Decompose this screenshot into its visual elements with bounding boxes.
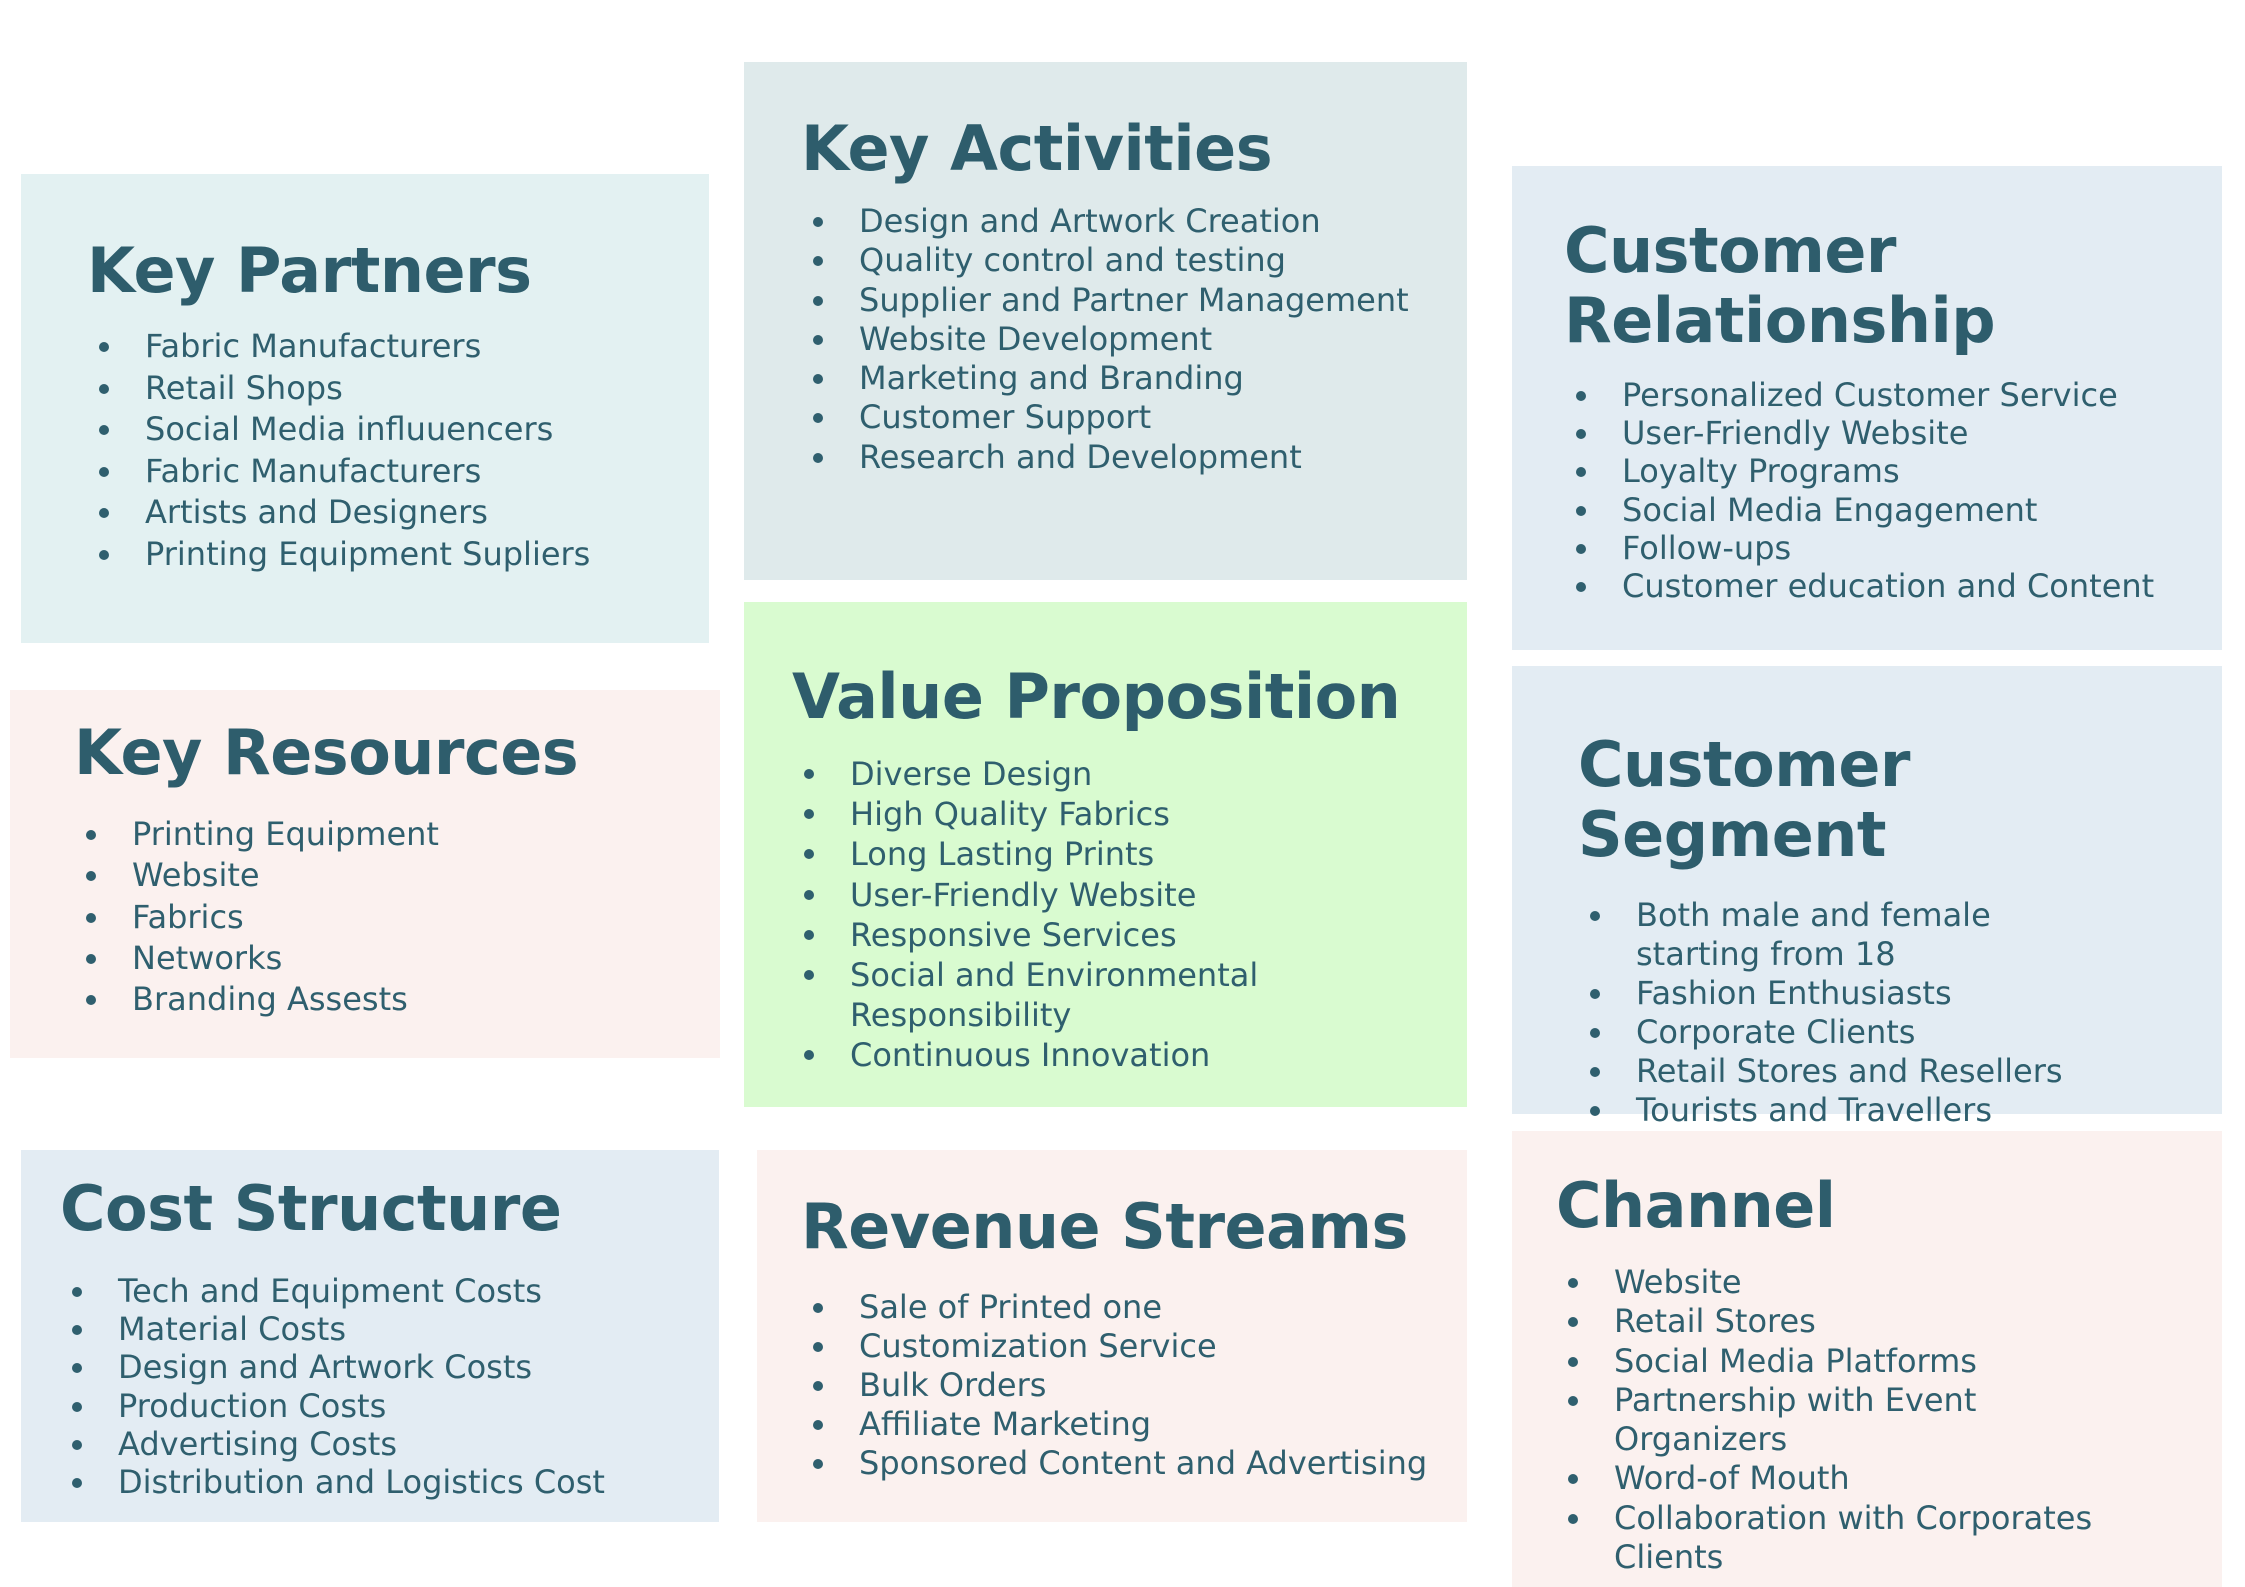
list-item: Social Media Engagement — [1564, 491, 2222, 529]
list-item: Fabrics — [74, 897, 720, 938]
list-item: Bulk Orders — [801, 1366, 1467, 1405]
block-title: Channel — [1556, 1169, 1836, 1242]
list-item: Retail Stores — [1556, 1302, 2116, 1341]
list-item: Advertising Costs — [60, 1425, 719, 1463]
list-item: Loyalty Programs — [1564, 452, 2222, 490]
list-item: Material Costs — [60, 1310, 719, 1348]
list-item: Research and Development — [801, 438, 1467, 477]
key-activities-block: Key Activities Design and Artwork Creati… — [744, 62, 1467, 580]
list-item: Website — [1556, 1263, 2116, 1302]
list-item: Tourists and Travellers — [1578, 1091, 2118, 1130]
list-item: Sale of Printed one — [801, 1288, 1467, 1327]
customer-segment-block: Customer Segment Both male and female st… — [1512, 666, 2222, 1129]
list-item: Continuous Innovation — [792, 1035, 1272, 1075]
block-title: Revenue Streams — [801, 1190, 1408, 1263]
list-item: Responsive Services — [792, 915, 1272, 955]
list-item: Personalized Customer Service — [1564, 376, 2222, 414]
list-item: Customer education and Content — [1564, 567, 2222, 605]
list-item: Fabric Manufacturers — [87, 451, 709, 493]
list-item: Distribution and Logistics Cost — [60, 1463, 719, 1501]
block-title: Key Activities — [801, 112, 1273, 185]
list-item: Social Media influuencers — [87, 409, 709, 451]
list-item: Design and Artwork Creation — [801, 202, 1467, 241]
block-title: Key Partners — [87, 234, 532, 307]
list-item: Partnership with Event Organizers — [1556, 1381, 2116, 1460]
list-item: High Quality Fabrics — [792, 794, 1272, 834]
list-item: Branding Assests — [74, 979, 720, 1020]
block-title: Value Proposition — [792, 660, 1401, 733]
list-item: Sponsored Content and Advertising — [801, 1444, 1467, 1483]
list-item: Collaboration with Corporates Clients — [1556, 1499, 2116, 1578]
list-item: Word-of Mouth — [1556, 1459, 2116, 1498]
list-item: Customer Support — [801, 398, 1467, 437]
block-title: Customer Segment — [1578, 728, 1911, 871]
list-item: Printing Equipment Supliers — [87, 534, 709, 576]
list-item: Social Media Platforms — [1556, 1342, 2116, 1381]
list-item: Corporate Clients — [1578, 1013, 2118, 1052]
list-item: Long Lasting Prints — [792, 834, 1272, 874]
list-item: User-Friendly Website — [1564, 414, 2222, 452]
list-item: Quality control and testing — [801, 241, 1467, 280]
list-item: User-Friendly Website — [792, 875, 1272, 915]
list-item: Retail Stores and Resellers — [1578, 1052, 2118, 1091]
list-item: Production Costs — [60, 1387, 719, 1425]
list-item: Supplier and Partner Management — [801, 281, 1467, 320]
list-item: Affiliate Marketing — [801, 1405, 1467, 1444]
customer-relationship-block: Customer Relationship Personalized Custo… — [1512, 166, 2222, 650]
list-item: Customization Service — [801, 1327, 1467, 1366]
list-item: Website Development — [801, 320, 1467, 359]
list-item: Fashion Enthusiasts — [1578, 974, 2118, 1013]
list-item: Marketing and Branding — [801, 359, 1467, 398]
block-title: Key Resources — [74, 716, 579, 789]
list-item: Fabric Manufacturers — [87, 326, 709, 368]
list-item: Both male and female starting from 18 — [1578, 896, 2118, 974]
list-item: Diverse Design — [792, 754, 1272, 794]
block-title: Cost Structure — [60, 1172, 562, 1245]
list-item: Retail Shops — [87, 368, 709, 410]
block-title: Customer Relationship — [1564, 214, 1996, 357]
list-item: Printing Equipment — [74, 814, 720, 855]
list-item: Design and Artwork Costs — [60, 1348, 719, 1386]
list-item: Follow-ups — [1564, 529, 2222, 567]
list-item: Networks — [74, 938, 720, 979]
list-item: Tech and Equipment Costs — [60, 1272, 719, 1310]
list-item: Website — [74, 855, 720, 896]
list-item: Artists and Designers — [87, 492, 709, 534]
list-item: Social and Environmental Responsibility — [792, 955, 1272, 1035]
